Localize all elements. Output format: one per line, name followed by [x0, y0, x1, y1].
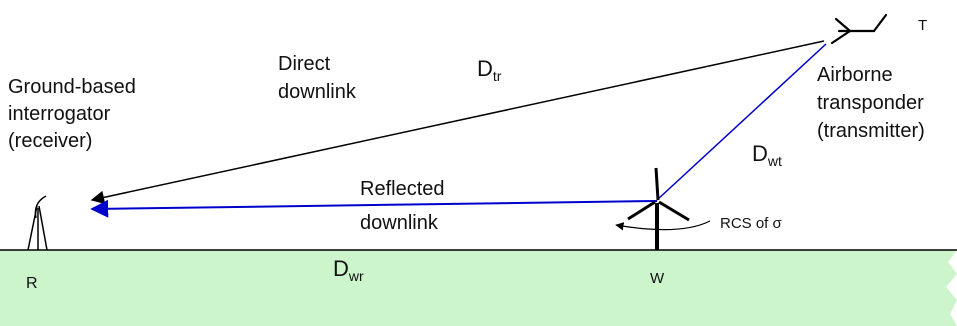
aircraft-icon [830, 13, 888, 45]
point-r-label: R [26, 275, 38, 292]
point-w-label: W [650, 270, 665, 287]
d-wt-label: Dwt [752, 141, 782, 169]
d-tr-label: Dtr [477, 56, 502, 84]
transponder-label: Airborne transponder (transmitter) [817, 64, 929, 142]
antenna-icon [27, 195, 48, 251]
rotation-arrow [615, 220, 711, 231]
direct-downlink-label: Direct downlink [278, 53, 357, 103]
d-wr-label: Dwr [333, 256, 364, 284]
reflected-downlink-label: Reflected downlink [360, 178, 450, 234]
ground-region [0, 250, 957, 326]
point-t-label: T [918, 17, 927, 34]
reflected-downlink-line [90, 199, 658, 218]
transponder-to-turbine-line [656, 43, 827, 201]
direct-downlink-line [90, 40, 825, 205]
rcs-label: RCS of σ [720, 215, 783, 232]
interrogator-label: Ground-based interrogator (receiver) [8, 76, 141, 152]
wind-turbine-icon [627, 167, 690, 250]
